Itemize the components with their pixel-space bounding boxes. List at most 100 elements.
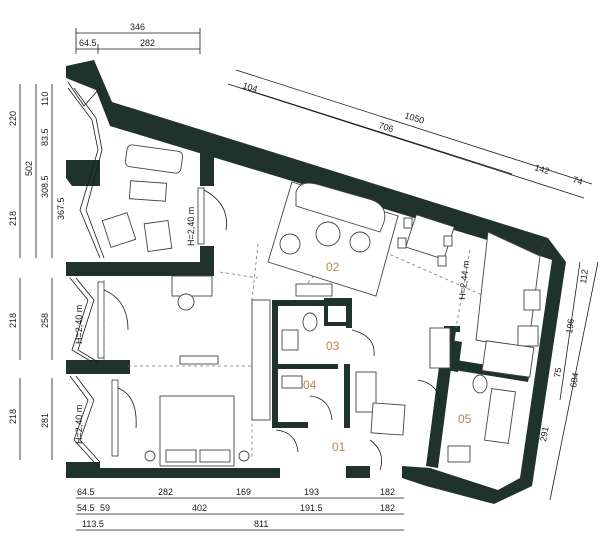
furniture	[101, 144, 541, 467]
door-swing-bedroom	[117, 387, 137, 429]
pillow-2	[199, 449, 231, 463]
dash-kitchen-right	[455, 249, 471, 329]
dim-left-308-5: 308.5	[40, 175, 50, 198]
dim-diag-74: 74	[571, 174, 584, 186]
dash-loggia-bottom	[219, 271, 259, 279]
dim-right-112: 112	[578, 269, 590, 285]
door-mid-balcony	[97, 281, 105, 359]
hall-shelf	[295, 283, 333, 297]
dim-left-218b: 218	[8, 313, 18, 328]
ceiling-heights: H=2,40 m H=2,44 m H=2,40 m H=2,40 m	[74, 207, 471, 444]
door-swing-mid	[103, 289, 129, 331]
dim-top-total: 346	[130, 22, 145, 32]
wall-03-04-divider	[272, 364, 338, 369]
wc-05-toilet	[472, 374, 488, 394]
window-mid-line-2	[75, 277, 99, 363]
window-bedroom-line-2	[75, 375, 101, 463]
dim-bottom1-282: 282	[158, 487, 173, 497]
dim-bottom1-182: 182	[380, 487, 395, 497]
dim-left-83-5: 83.5	[40, 128, 50, 146]
dim-top-right: 282	[140, 38, 155, 48]
hall-console	[171, 275, 213, 297]
left-windows	[67, 81, 105, 463]
nightstand-1	[144, 450, 156, 462]
door-bedroom-balcony	[111, 379, 119, 457]
loggia-lounger-2	[143, 219, 173, 253]
room-label-03: 03	[326, 339, 340, 353]
armchair-left	[279, 233, 301, 255]
wall-05-corner	[444, 326, 460, 332]
interior-doors	[275, 329, 441, 471]
dim-bottom1-193: 193	[304, 487, 319, 497]
dim-right-291: 291	[538, 426, 550, 443]
kitchen-island	[481, 340, 535, 378]
dim-right-75: 75	[552, 367, 563, 378]
hall-chair	[177, 293, 195, 311]
wall-03-04-left	[272, 300, 278, 426]
room-labels: 01 02 03 04 05	[303, 260, 472, 454]
loggia-table	[128, 180, 168, 202]
wall-right-outer	[402, 238, 566, 504]
dim-left-218c: 218	[8, 409, 18, 424]
dim-bottom2-59: 59	[100, 503, 110, 513]
kitchen-shelf	[429, 327, 451, 369]
dim-left-220: 220	[8, 111, 18, 126]
height-loggia: H=2,40 m	[186, 207, 196, 246]
door-05	[417, 379, 441, 407]
pillow-1	[165, 449, 197, 463]
cabinet-box	[324, 298, 352, 326]
height-kitchen: H=2,44 m	[457, 260, 471, 300]
dim-bottom3-811: 811	[254, 519, 268, 529]
dining-chair-4	[437, 255, 447, 267]
r04-appliance	[281, 375, 303, 389]
door-03	[351, 329, 375, 357]
dim-bottom1-169: 169	[236, 487, 251, 497]
height-balcony-bottom: H=2,40 m	[74, 405, 84, 444]
dim-left-502: 502	[24, 161, 34, 176]
window-mid-line-1	[69, 277, 93, 363]
wall-03-top	[272, 300, 352, 306]
dim-left-218a: 218	[8, 211, 18, 226]
dining-chair-1	[403, 217, 413, 229]
door-04	[309, 395, 333, 421]
dining-chair-2	[397, 237, 407, 249]
wc-05-basin	[447, 445, 471, 463]
wall-04-bottom	[272, 422, 308, 428]
window-bedroom-line-1	[69, 375, 95, 463]
nightstand-2	[238, 450, 250, 462]
balcony-doors	[97, 187, 227, 457]
dim-bottom2-54-5: 54.5	[77, 503, 95, 513]
wall-loggia-right-bottom	[200, 246, 214, 276]
entrance-mat	[370, 402, 406, 436]
room-label-01: 01	[332, 440, 346, 454]
bathtub	[483, 388, 517, 444]
wc-03-toilet	[302, 312, 318, 332]
dim-right-196: 196	[564, 318, 576, 334]
dim-diag-142: 142	[533, 162, 550, 176]
wall-top-diagonal	[66, 60, 548, 256]
window-loggia-line-1	[67, 87, 101, 259]
dim-bottom3-113-5: 113.5	[82, 519, 104, 529]
window-top-zigzag	[67, 81, 101, 107]
wall-bottom-mid	[346, 466, 370, 478]
wardrobe	[251, 299, 271, 421]
door-loggia	[197, 187, 205, 245]
dim-bottom2-402: 402	[192, 503, 207, 513]
wall-loggia-bottom	[66, 262, 212, 276]
dim-right-684: 684	[568, 372, 580, 389]
dim-bottom1-64-5: 64.5	[77, 487, 95, 497]
dim-left-258: 258	[40, 313, 50, 328]
dim-left-281: 281	[40, 413, 50, 428]
dining-chair-3	[443, 235, 453, 247]
dim-bottom2-182: 182	[380, 503, 395, 513]
wall-loggia-right-top	[200, 146, 214, 186]
room-label-04: 04	[303, 378, 317, 392]
room-label-05: 05	[458, 412, 472, 426]
window-loggia-line-2	[73, 87, 105, 259]
dim-diag-706: 706	[377, 120, 394, 134]
door-bedroom	[275, 429, 299, 453]
kitchen-sink	[523, 289, 541, 311]
loggia-sofa	[124, 144, 184, 174]
height-balcony-mid: H=2,40 m	[74, 305, 84, 344]
